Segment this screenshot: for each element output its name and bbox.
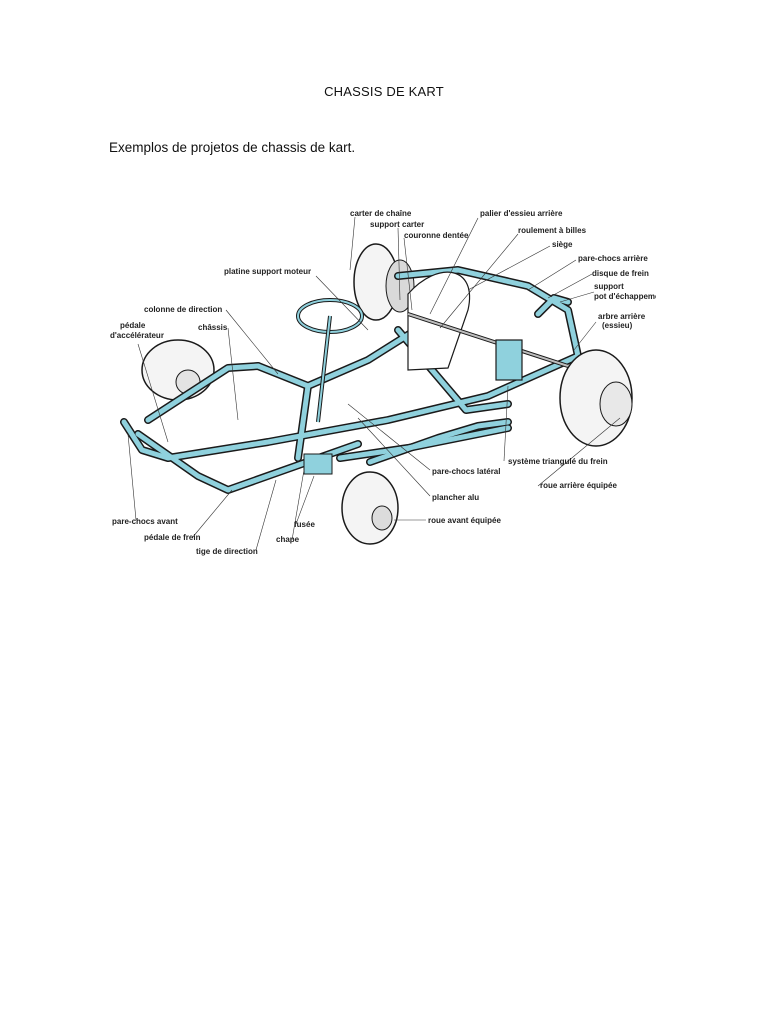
label-pedale-acc-1: pédale bbox=[120, 321, 146, 330]
label-parechocs-avant: pare-chocs avant bbox=[112, 517, 178, 526]
label-chassis: châssis bbox=[198, 323, 228, 332]
intro-paragraph: Exemplos de projetos de chassis de kart. bbox=[109, 140, 356, 155]
label-systeme: système triangulé du frein bbox=[508, 457, 608, 466]
label-leader-lines bbox=[127, 216, 621, 551]
label-platine: platine support moteur bbox=[224, 267, 311, 276]
front-left-wheel bbox=[141, 339, 215, 401]
front-right-wheel bbox=[341, 471, 399, 545]
label-parechocs-arriere: pare-chocs arrière bbox=[578, 254, 648, 263]
label-support-pot-1: support bbox=[594, 282, 624, 291]
label-siege: siège bbox=[552, 240, 573, 249]
rear-axle bbox=[407, 312, 569, 381]
label-pedale-acc-2: d'accélérateur bbox=[110, 331, 164, 340]
label-pedale-frein: pédale de frein bbox=[144, 533, 201, 542]
chassis-tubes bbox=[120, 266, 582, 494]
label-couronne: couronne dentée bbox=[404, 231, 469, 240]
label-arbre-2: (essieu) bbox=[602, 321, 633, 330]
label-plancher: plancher alu bbox=[432, 493, 479, 502]
part-labels: carter de chaîne support carter couronne… bbox=[110, 209, 656, 556]
rear-left-wheel bbox=[353, 243, 415, 321]
label-chape: chape bbox=[276, 535, 300, 544]
label-arbre-1: arbre arrière bbox=[598, 312, 646, 321]
label-roue-avant: roue avant équipée bbox=[428, 516, 501, 525]
document-title: CHASSIS DE KART bbox=[324, 84, 444, 99]
front-stub-axle bbox=[303, 453, 333, 475]
seat bbox=[407, 271, 471, 371]
label-tige: tige de direction bbox=[196, 547, 258, 556]
steering-wheel bbox=[296, 298, 364, 423]
rear-right-wheel bbox=[559, 349, 633, 447]
label-roue-arriere: roue arrière équipée bbox=[540, 481, 617, 490]
label-fusee: fusée bbox=[294, 520, 315, 529]
kart-chassis-diagram: carter de chaîne support carter couronne… bbox=[108, 190, 656, 562]
label-support-pot-2: pot d'échappement bbox=[594, 292, 656, 301]
label-roulement: roulement à billes bbox=[518, 226, 587, 235]
label-carter: carter de chaîne bbox=[350, 209, 412, 218]
label-disque: disque de frein bbox=[592, 269, 649, 278]
label-palier: palier d'essieu arrière bbox=[480, 209, 563, 218]
label-support-carter: support carter bbox=[370, 220, 424, 229]
label-colonne: colonne de direction bbox=[144, 305, 222, 314]
label-parechocs-lateral: pare-chocs latéral bbox=[432, 467, 500, 476]
